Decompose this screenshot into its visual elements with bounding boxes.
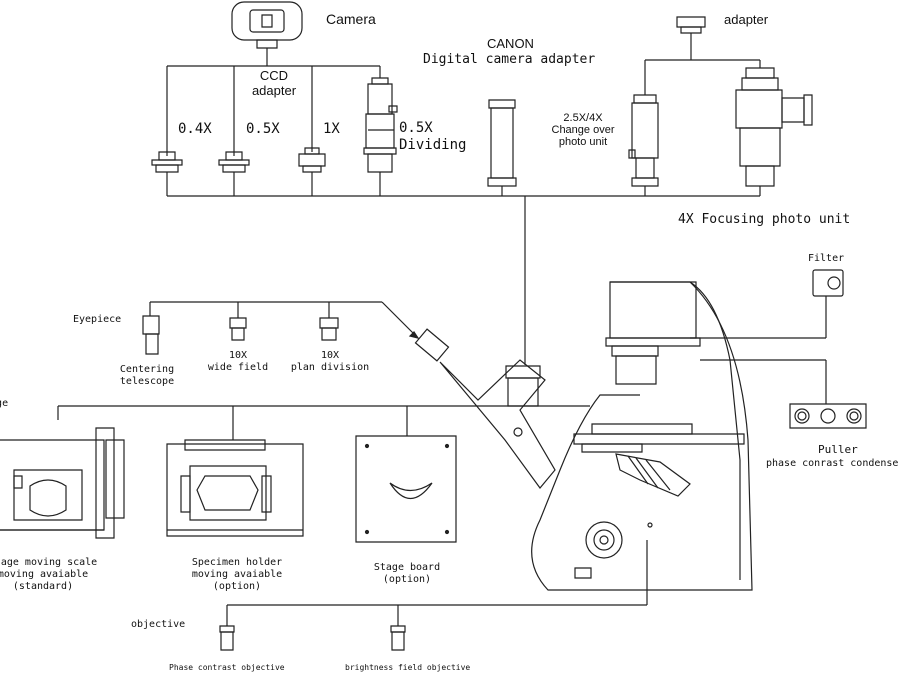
adapter-04x-icon	[152, 152, 182, 172]
camera-connector-lines	[167, 48, 760, 365]
stage-title: Stage	[0, 398, 9, 409]
microscope-body	[415, 282, 752, 590]
filter-label: Filter	[808, 253, 845, 264]
stage-connector-lines	[58, 406, 590, 440]
adapter-1x-icon	[299, 148, 325, 172]
bright-objective-icon	[391, 626, 405, 650]
specimen-holder-label: Specimen holder moving avaiable (option)	[191, 557, 283, 592]
top-adapter-label: adapter	[724, 12, 769, 27]
eyepiece-connector-lines	[150, 302, 418, 338]
eyepiece-title: Eyepiece	[73, 314, 122, 325]
digital-camera-adapter-icon	[488, 100, 516, 186]
ratio-1x-label: 1X	[323, 121, 340, 137]
stage-board-icon	[356, 436, 456, 542]
objective-title: objective	[131, 619, 186, 630]
puller-icon	[700, 360, 866, 428]
puller-label: Puller	[818, 443, 858, 456]
bright-objective-label: brightness field objective	[345, 663, 471, 672]
dividing-adapter-icon	[364, 78, 397, 172]
centering-telescope-icon	[143, 316, 159, 354]
canon-adapter-label: Digital camera adapter	[423, 52, 596, 67]
eyepiece-10x-plan-icon	[320, 318, 338, 340]
objective-connector-lines	[227, 540, 647, 626]
plan-division-label: 10X plan division	[290, 350, 370, 373]
ratio-05x-label: 0.5X	[246, 121, 280, 137]
phase-condenser-label: phase conrast condenser	[766, 458, 900, 469]
wide-field-label: 10X wide field	[207, 350, 269, 373]
ratio-04x-label: 0.4X	[178, 121, 212, 137]
stage-board-label: Stage board (option)	[373, 562, 441, 585]
phase-objective-label: Phase contrast objective	[169, 663, 285, 672]
focusing-unit-icon	[736, 68, 812, 186]
filter-icon	[690, 270, 843, 338]
adapter-05x-icon	[219, 152, 249, 172]
camera-icon	[232, 2, 302, 48]
dividing-label: 0.5X Dividing	[399, 120, 467, 153]
centering-telescope-label: Centering telescope	[119, 364, 175, 387]
phase-objective-icon	[220, 626, 234, 650]
camera-label: Camera	[326, 11, 376, 27]
changeover-label: 2.5X/4X Change over photo unit	[551, 112, 615, 148]
eyepiece-10x-icon	[230, 318, 246, 340]
focusing-unit-label: 4X Focusing photo unit	[678, 212, 851, 227]
stage-scale-label: Stage moving scale moving avaiable (stan…	[0, 557, 98, 592]
top-adapter-icon	[677, 17, 705, 60]
canon-label: CANON	[487, 36, 534, 51]
specimen-holder-icon	[167, 440, 303, 536]
ccd-adapter-label: CCD adapter	[251, 68, 297, 98]
stage-scale-icon	[0, 428, 124, 538]
changeover-unit-icon	[629, 60, 760, 186]
